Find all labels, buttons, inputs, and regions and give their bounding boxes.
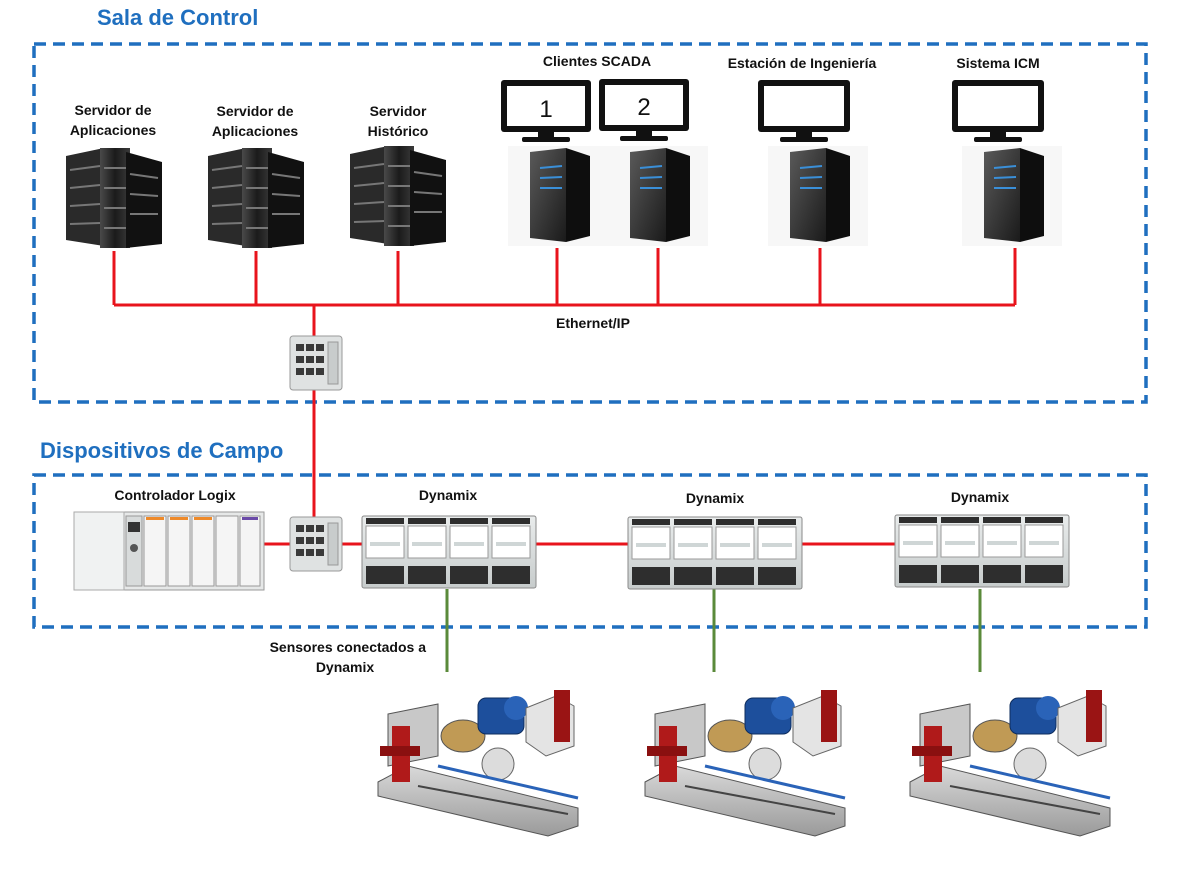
machinery-skid-icon [377, 690, 579, 837]
dynamix-module-icon [627, 516, 803, 590]
logix-controller-icon [73, 511, 265, 591]
control-room-boundary [32, 42, 1148, 404]
pc-tower-icon [508, 146, 608, 246]
sensor-connections [445, 589, 982, 672]
field-devices-boundary [32, 473, 1148, 629]
scada-client-2-number: 2 [637, 94, 650, 121]
dynamix-2-label: Dynamix [686, 490, 745, 506]
ethernet-ip-label: Ethernet/IP [556, 315, 630, 331]
pc-tower-icon [962, 146, 1062, 246]
field-devices-title: Dispositivos de Campo [40, 438, 283, 463]
pc-tower-icon [608, 146, 708, 246]
monitor-icon [501, 80, 591, 142]
machinery-skid-icon [644, 690, 846, 837]
server-2-label-line1: Servidor de [216, 103, 293, 119]
machinery-skid-icon [909, 690, 1111, 837]
engineering-station-label: Estación de Ingeniería [728, 55, 877, 71]
server-1-label-line2: Aplicaciones [70, 122, 157, 138]
dynamix-1-label: Dynamix [419, 487, 478, 503]
server-3-label-line1: Servidor [370, 103, 427, 119]
ethernet-switch-icon [289, 516, 343, 572]
sensors-label-line1: Sensores conectados a [270, 639, 427, 655]
logix-controller-label: Controlador Logix [114, 487, 236, 503]
sensors-label-line2: Dynamix [316, 659, 375, 675]
server-2-label-line2: Aplicaciones [212, 123, 299, 139]
server-rack-icon [66, 148, 162, 248]
dynamix-module-icon [361, 515, 537, 589]
server-1-label-line1: Servidor de [74, 102, 151, 118]
ethernet-network [112, 248, 1017, 546]
dynamix-module-icon [894, 514, 1070, 588]
server-rack-icon [350, 146, 446, 246]
monitor-icon [758, 80, 850, 142]
monitor-icon [599, 79, 689, 141]
icm-system-label: Sistema ICM [956, 55, 1039, 71]
pc-tower-icon [768, 146, 868, 246]
control-room-title: Sala de Control [97, 5, 258, 30]
scada-clients-label: Clientes SCADA [543, 53, 651, 69]
server-rack-icon [208, 148, 304, 248]
scada-client-1-number: 1 [539, 96, 552, 123]
dynamix-3-label: Dynamix [951, 489, 1010, 505]
ethernet-switch-icon [289, 335, 343, 391]
server-3-label-line2: Histórico [368, 123, 429, 139]
monitor-icon [952, 80, 1044, 142]
